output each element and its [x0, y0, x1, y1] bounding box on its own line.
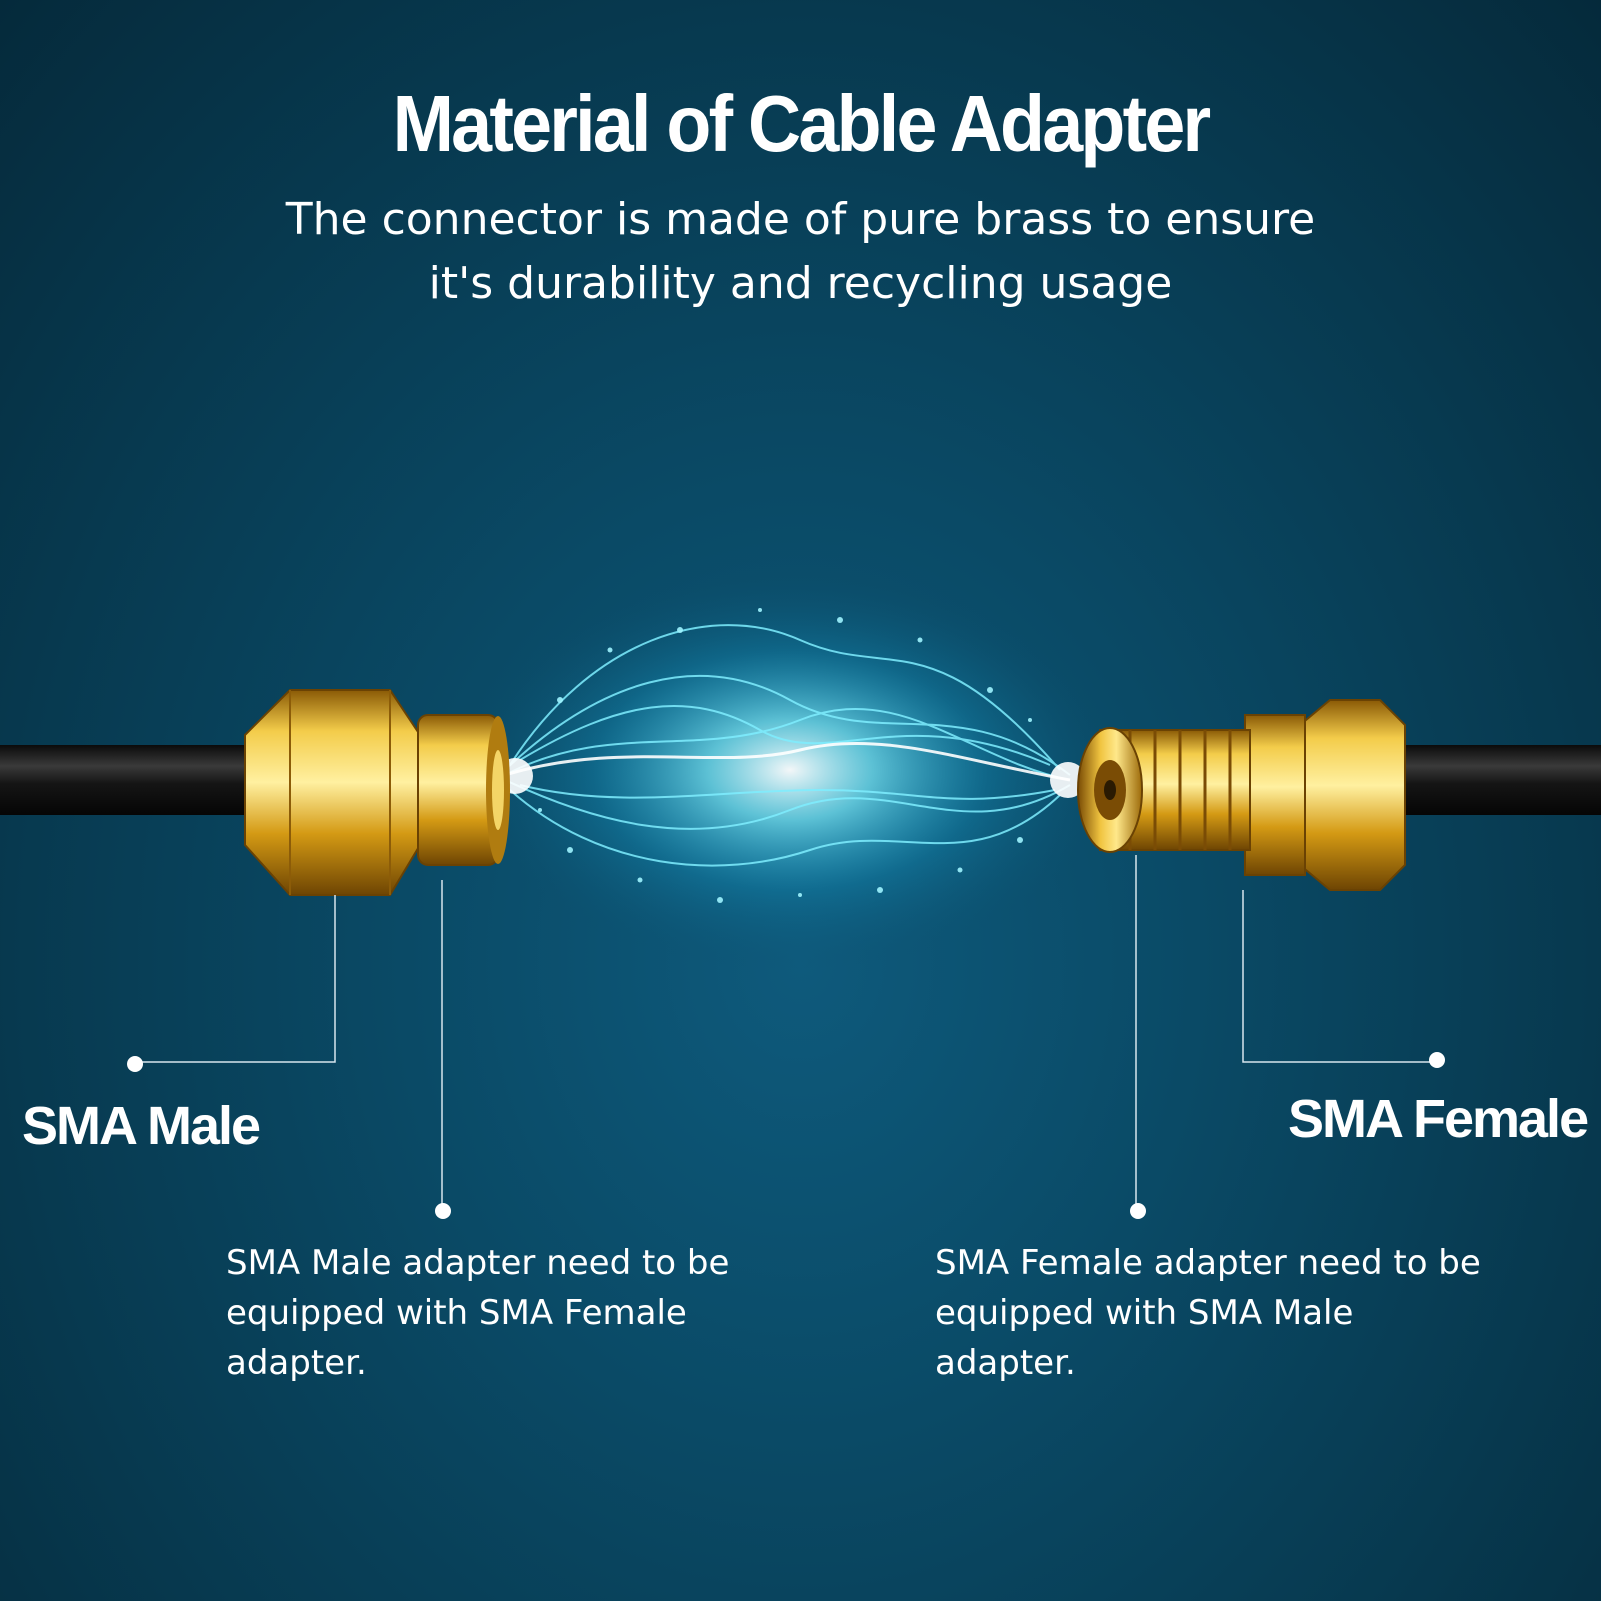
sma-female-desc-line-2: equipped with SMA Male — [935, 1293, 1354, 1333]
sma-female-description: SMA Female adapter need to be equipped w… — [935, 1238, 1481, 1388]
sma-male-desc-line-2: equipped with SMA Female — [226, 1293, 687, 1333]
sma-female-connector — [1077, 699, 1406, 891]
sma-male-label: SMA Male — [22, 1096, 261, 1156]
right-cable — [1400, 745, 1601, 815]
left-cable — [0, 745, 245, 815]
page-subtitle: The connector is made of pure brass to e… — [0, 188, 1601, 316]
subtitle-line-1: The connector is made of pure brass to e… — [285, 194, 1316, 245]
page-title: Material of Cable Adapter — [392, 79, 1212, 168]
callout-lines — [135, 855, 1437, 1210]
sma-female-desc-line-1: SMA Female adapter need to be — [935, 1243, 1481, 1283]
sma-male-connector — [244, 689, 510, 896]
callout-dots — [127, 1052, 1445, 1219]
sma-male-desc-line-1: SMA Male adapter need to be — [226, 1243, 730, 1283]
electric-spark — [460, 570, 1120, 970]
subtitle-line-2: it's durability and recycling usage — [428, 258, 1173, 309]
sma-female-label: SMA Female — [1288, 1089, 1589, 1149]
sma-male-desc-line-3: adapter. — [226, 1343, 367, 1383]
sma-male-description: SMA Male adapter need to be equipped wit… — [226, 1238, 729, 1388]
sma-female-desc-line-3: adapter. — [935, 1343, 1076, 1383]
